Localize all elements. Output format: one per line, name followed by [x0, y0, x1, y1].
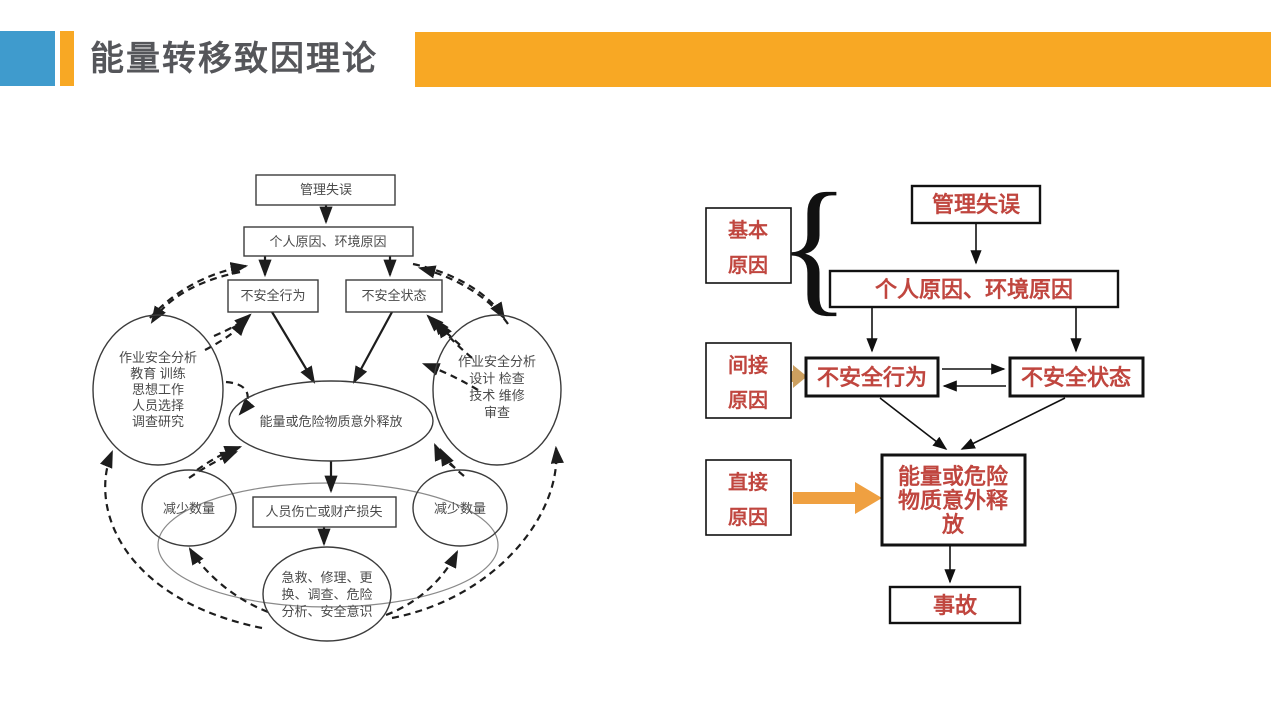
flow-management-error-box [910, 184, 1042, 225]
page-title: 能量转移致因理论 [90, 40, 378, 78]
flow-management-error-label: 管理失误 [932, 192, 1021, 217]
direct-cause-arrow-icon [793, 482, 882, 514]
node-management-error-label: 管理失误 [300, 182, 352, 197]
node-reduce-quantity-left [141, 469, 237, 547]
label-indirect-line: 间接 [728, 354, 768, 377]
flow-accident-label: 事故 [933, 593, 978, 618]
node-safety-analysis-left-circle [92, 314, 224, 466]
flow-energy-line: 放 [941, 512, 965, 537]
circle-right-line: 技术 维修 [469, 388, 525, 403]
node-unsafe-act [227, 279, 319, 313]
flow-energy-line: 能量或危险 [898, 464, 1009, 489]
flow-personal-env-box [828, 269, 1120, 309]
bottom-ellipse-line: 分析、安全意识 [281, 604, 372, 619]
node-unsafe-state-label: 不安全状态 [361, 288, 426, 303]
dashed-feedback-arrows [100, 262, 564, 630]
node-unsafe-state [345, 279, 443, 313]
label-direct-line: 原因 [728, 506, 768, 529]
node-safety-analysis-right-circle [432, 314, 562, 466]
circle-right-line: 设计 检查 [469, 371, 525, 386]
node-reduce-left-label: 减少数量 [163, 501, 215, 516]
circle-right-line: 作业安全分析 [458, 354, 536, 369]
circle-left-line: 调查研究 [132, 414, 184, 429]
circle-left-line: 教育 训练 [130, 366, 186, 381]
flow-unsafe-state-box [1008, 356, 1145, 398]
bottom-ellipse-line: 急救、修理、更 [281, 570, 372, 585]
left-causation-diagram: 管理失误 个人原因、环境原因 不安全行为 不安全状态 作业安全分析 教育 训练 … [92, 174, 564, 642]
flow-unsafe-act-label: 不安全行为 [817, 365, 927, 390]
bottom-ellipse-line: 换、调查、危险 [281, 587, 372, 602]
circle-left-line: 人员选择 [132, 398, 184, 413]
circle-right-line: 审查 [484, 405, 510, 420]
node-energy-release-label: 能量或危险物质意外释放 [259, 414, 402, 429]
node-first-aid-ellipse [262, 546, 392, 642]
label-basic-line: 基本 [728, 219, 768, 242]
node-casualty-loss-label: 人员伤亡或财产损失 [265, 504, 382, 519]
node-reduce-right-label: 减少数量 [434, 501, 486, 516]
header-orange-bar [60, 31, 74, 86]
flow-energy-line: 物质意外释 [898, 488, 1009, 513]
right-cause-chain-diagram: { 基本 原因 间接 原因 直接 原因 管理失误 个人原因、环境原因 不安全行为 [705, 163, 1145, 625]
header-blue-square [0, 31, 55, 86]
flow-accident-box [888, 585, 1022, 625]
solid-flow-arrows [258, 205, 397, 547]
node-personal-env-causes [243, 226, 414, 257]
node-reduce-quantity-right [412, 469, 508, 547]
label-direct-causes-box [705, 459, 792, 536]
node-energy-release-ellipse [228, 380, 434, 462]
label-basic-causes-box [705, 207, 792, 284]
header-orange-banner [415, 32, 1271, 87]
flow-personal-env-label: 个人原因、环境原因 [875, 277, 1073, 302]
circle-left-line: 思想工作 [132, 382, 184, 397]
node-casualty-loss [252, 496, 397, 528]
flow-unsafe-state-label: 不安全状态 [1021, 365, 1131, 390]
circle-left-line: 作业安全分析 [119, 350, 197, 365]
label-basic-line: 原因 [728, 254, 768, 277]
label-direct-line: 直接 [728, 470, 768, 494]
node-personal-env-label: 个人原因、环境原因 [269, 234, 386, 249]
node-management-error [255, 174, 396, 206]
label-indirect-line: 原因 [728, 389, 768, 412]
node-unsafe-act-label: 不安全行为 [240, 288, 305, 303]
flow-unsafe-act-box [804, 356, 940, 398]
flow-energy-release-box [880, 453, 1027, 547]
right-diagram-connectors [866, 224, 1082, 584]
label-indirect-causes-box [705, 342, 792, 419]
